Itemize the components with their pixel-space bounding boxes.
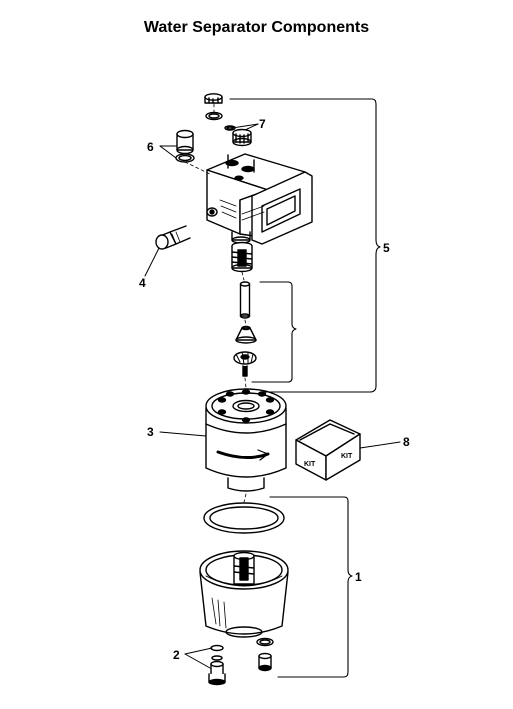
separator-head [206, 153, 313, 245]
bracket-5 [229, 98, 381, 393]
knurled-nut [233, 351, 257, 377]
top-vent-plug [204, 93, 223, 121]
side-bolt-4 [155, 225, 191, 250]
callout-8: 8 [403, 435, 410, 449]
threaded-adapter [231, 241, 253, 273]
drain-plug-left [208, 644, 226, 686]
bowl-gasket [203, 502, 285, 534]
callout-3: 3 [147, 425, 154, 439]
bracket-1 [269, 496, 353, 678]
filter-element [205, 388, 287, 492]
top-o-ring [205, 111, 223, 121]
collection-bowl [199, 550, 289, 638]
callout-2: 2 [173, 648, 180, 662]
kit-box: KIT KIT [295, 419, 361, 481]
kit-box-label-left: KIT [304, 461, 316, 468]
drain-plug-right [256, 637, 274, 672]
callout-4: 4 [139, 276, 146, 290]
leader-lines [144, 123, 401, 669]
callout-7: 7 [259, 117, 266, 131]
callout-1: 1 [355, 570, 362, 584]
plug-6 [175, 129, 195, 163]
callout-5: 5 [383, 241, 390, 255]
callout-6: 6 [147, 140, 154, 154]
page-title: Water Separator Components [143, 19, 370, 36]
seal-cone [235, 325, 257, 344]
center-tube [239, 281, 251, 319]
kit-box-label-right: KIT [341, 453, 353, 460]
bracket-tube-group [251, 281, 297, 383]
assembly-guide-lines [184, 103, 247, 503]
